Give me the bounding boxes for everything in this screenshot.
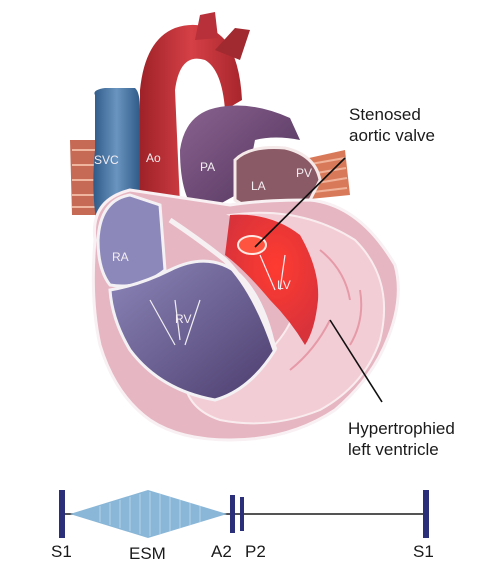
timeline-a2: A2: [211, 542, 232, 562]
esm-murmur: [70, 490, 227, 538]
timeline-esm: ESM: [129, 544, 166, 564]
timeline-p2: P2: [245, 542, 266, 562]
heart-sound-timeline: [59, 490, 429, 538]
timeline-s1-end: S1: [413, 542, 434, 562]
hypertrophied-label-line1: Hypertrophied: [348, 418, 455, 439]
label-svc: SVC: [94, 153, 119, 167]
label-la: LA: [251, 179, 266, 193]
stenosed-label-line1: Stenosed: [349, 104, 421, 125]
stenosed-aortic-valve: [238, 236, 266, 254]
label-pv: PV: [296, 166, 312, 180]
p2-mark: [240, 497, 244, 531]
a2-mark: [230, 495, 235, 533]
s1-end-mark: [423, 490, 429, 538]
s1-start-mark: [59, 490, 65, 538]
label-pa: PA: [200, 160, 215, 174]
label-lv: LV: [277, 278, 291, 292]
aorta-branch: [195, 12, 218, 40]
stenosed-label-line2: aortic valve: [349, 125, 435, 146]
label-ao: Ao: [146, 151, 161, 165]
hypertrophied-label-line2: left ventricle: [348, 439, 439, 460]
right-atrium: [98, 195, 165, 286]
label-rv: RV: [175, 312, 191, 326]
label-ra: RA: [112, 250, 129, 264]
timeline-s1-start: S1: [51, 542, 72, 562]
